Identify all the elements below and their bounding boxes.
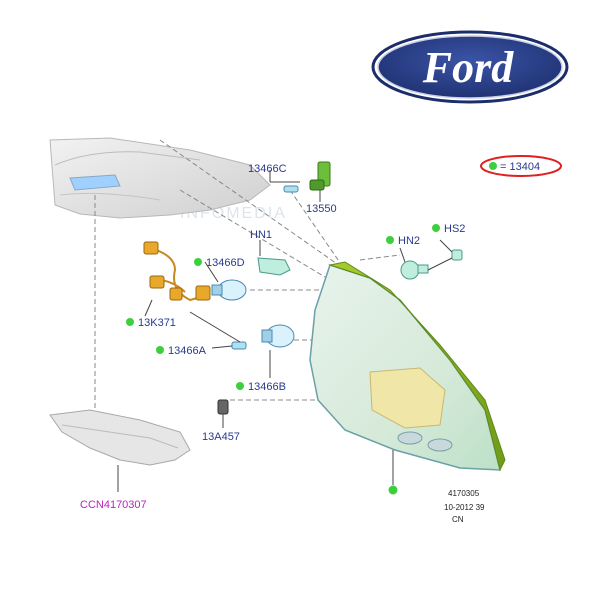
label-hs2: HS2 [444, 223, 465, 235]
label-hn1: HN1 [250, 229, 272, 241]
label-13a457: 13A457 [202, 431, 240, 443]
part-13a457-socket [217, 399, 229, 428]
part-13466a-bulb [189, 311, 247, 350]
part-13466b-bulb [261, 324, 295, 378]
part-13466d-bulb [204, 261, 247, 301]
part-hn1 [257, 240, 291, 276]
label-13550: 13550 [306, 203, 337, 215]
label-ccn4170307: CCN4170307 [80, 499, 147, 511]
diagram-code-line3: CN [452, 515, 464, 524]
lamp-dot [388, 485, 398, 495]
legend-13404: = 13404 [480, 155, 562, 177]
diagram-code-line1: 4170305 [448, 489, 480, 498]
green-markers [126, 224, 440, 390]
legend-label: = 13404 [500, 161, 540, 173]
ford-logo-text: Ford [422, 43, 514, 92]
label-13466a: 13466A [168, 345, 207, 357]
label-hn2: HN2 [398, 235, 420, 247]
label-13466d: 13466D [206, 257, 245, 269]
label-13k371: 13K371 [138, 317, 176, 329]
diagram-code-line2: 10-2012 39 [444, 503, 485, 512]
ford-logo: Ford [371, 30, 569, 104]
part-hs2 [427, 239, 463, 271]
label-13466b: 13466B [248, 381, 286, 393]
tail-lamp-assembly [309, 261, 506, 495]
part-13466c [269, 170, 300, 193]
part-hn2 [399, 247, 429, 280]
reflector-illustration [49, 409, 191, 492]
part-13550 [309, 161, 331, 202]
legend-marker [489, 162, 497, 170]
part-13k371-harness [143, 241, 211, 317]
label-13466c: 13466C [248, 163, 287, 175]
car-body-illustration [49, 137, 271, 219]
